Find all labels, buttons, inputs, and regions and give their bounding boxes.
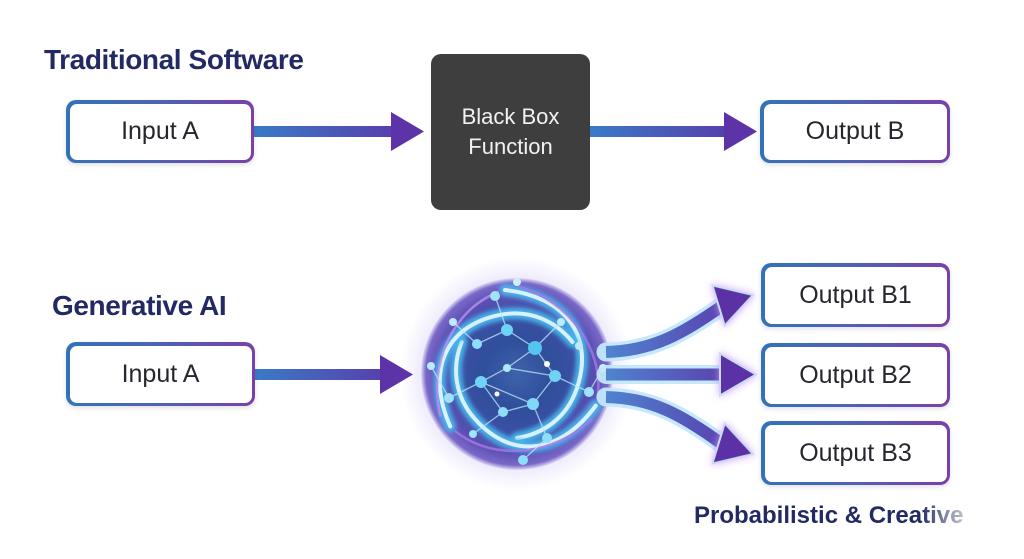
- output-b3-label: Output B3: [764, 424, 947, 482]
- black-box-line2: Function: [468, 134, 553, 159]
- arrow-input-to-blackbox: [254, 112, 424, 151]
- output-b-box: Output B: [760, 100, 950, 163]
- neural-network-swirl-icon: [400, 257, 634, 491]
- output-b3-box: Output B3: [761, 421, 950, 485]
- black-box-line1: Black Box: [461, 104, 560, 130]
- input-a-box-generative: Input A: [66, 342, 255, 406]
- arrow-input-to-swirl: [255, 355, 413, 394]
- output-b-label: Output B: [763, 103, 947, 160]
- traditional-software-heading: Traditional Software: [44, 44, 304, 75]
- generative-ai-heading: Generative AI: [52, 290, 227, 321]
- black-box-function: Black Box Function: [431, 54, 590, 210]
- probabilistic-creative-caption: Probabilistic & Creative: [694, 502, 964, 529]
- output-b1-label: Output B1: [764, 266, 947, 324]
- fanout-arrow-heads: [710, 284, 758, 465]
- input-a-box-traditional: Input A: [66, 100, 254, 163]
- input-a-label: Input A: [69, 345, 252, 403]
- output-b1-box: Output B1: [761, 263, 950, 327]
- output-b2-box: Output B2: [761, 343, 950, 407]
- arrow-blackbox-to-output: [590, 112, 757, 151]
- neural-network-swirl-graphic: [397, 254, 637, 494]
- output-b2-label: Output B2: [764, 346, 947, 404]
- input-a-label: Input A: [69, 103, 251, 160]
